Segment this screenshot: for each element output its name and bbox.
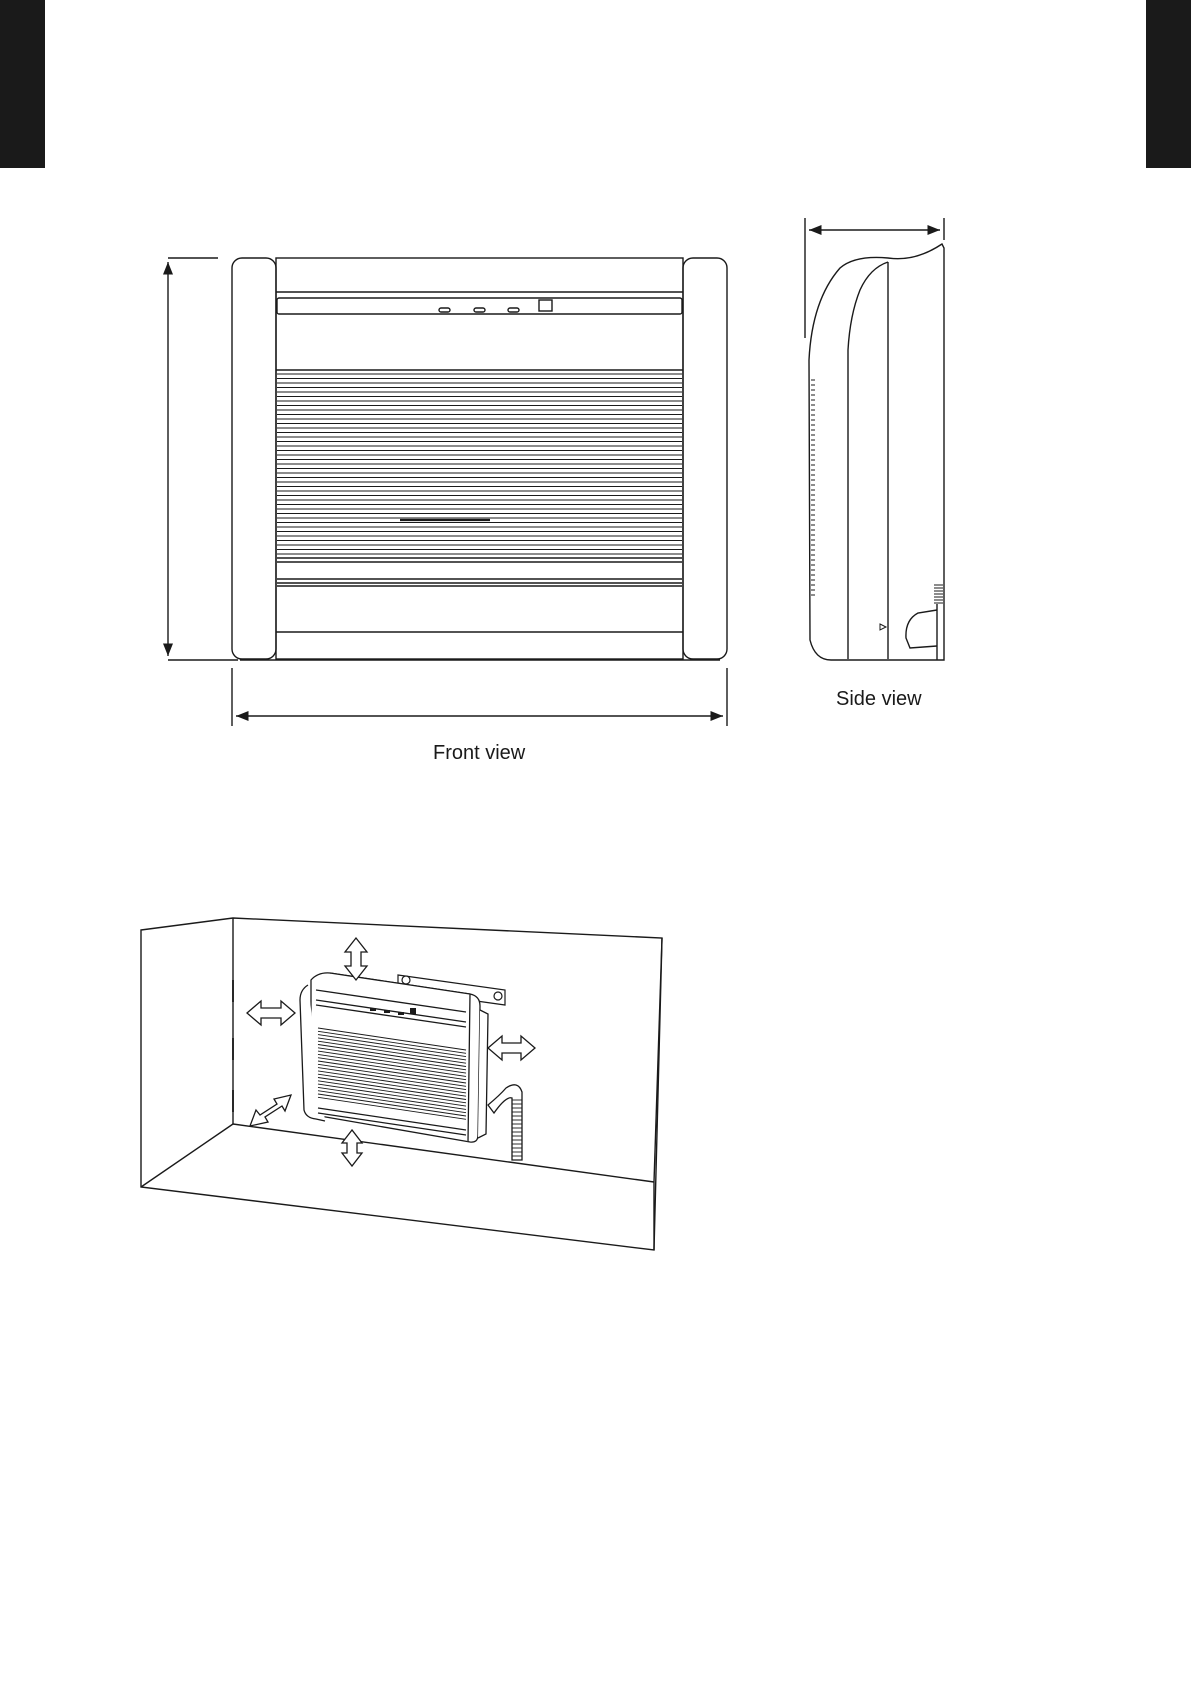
side-view-caption: Side view bbox=[836, 688, 922, 711]
top-clearance-arrow bbox=[345, 938, 367, 980]
right-corner-tab bbox=[1146, 0, 1191, 168]
front-receiver-window bbox=[539, 300, 552, 311]
front-view-caption: Front view bbox=[433, 742, 525, 765]
right-clearance-arrow bbox=[488, 1036, 535, 1060]
front-view-right-side-panel bbox=[683, 258, 727, 659]
installation-clearance-diagram bbox=[130, 910, 670, 1260]
left-corner-tab bbox=[0, 0, 45, 168]
front-view-drawing bbox=[150, 250, 750, 730]
indoor-unit bbox=[300, 973, 488, 1142]
front-louvre-grille bbox=[277, 374, 682, 554]
side-view-drawing bbox=[790, 210, 970, 680]
drain-hose bbox=[488, 1085, 522, 1160]
left-clearance-arrow bbox=[247, 1001, 295, 1025]
front-view-left-side-panel bbox=[232, 258, 276, 659]
front-clearance-arrow bbox=[250, 1095, 291, 1126]
bottom-clearance-arrow bbox=[342, 1130, 362, 1166]
side-view-outline bbox=[809, 244, 944, 660]
side-drain-bracket bbox=[906, 610, 937, 648]
